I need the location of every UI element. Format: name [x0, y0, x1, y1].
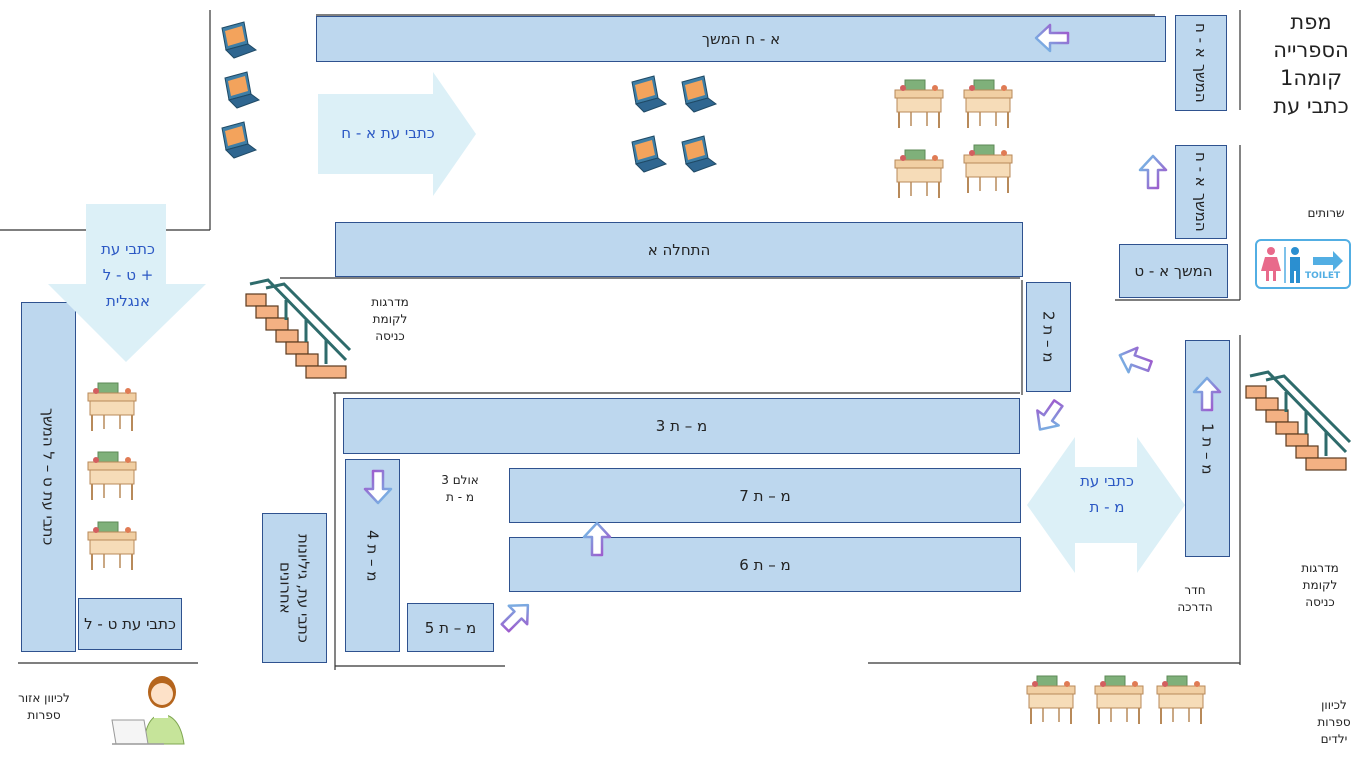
big-arrow-t-l-line2: ט - ל + [102, 266, 154, 284]
kids-direction-line3: ילדים [1320, 732, 1348, 746]
shelf-cont-a-t[interactable]: המשך א - ט [1119, 244, 1228, 298]
shelf-m-t-5-label: מ – ת 5 [424, 618, 477, 637]
literature-direction-label: לכיוון אזור ספרות [6, 690, 82, 724]
hall3-line2: מ - ת [446, 490, 474, 504]
shelf-t-l-cont[interactable]: כתבי עת ט – ל המשך [21, 302, 76, 652]
training-room-line1: חדר [1184, 583, 1206, 597]
kids-direction-line2: ספרות [1317, 715, 1351, 729]
shelf-t-l-label: כתבי עת ט - ל [84, 614, 176, 633]
shelf-m-t-4[interactable]: מ – ת 4 [345, 459, 400, 652]
map-title-line3: קומה1 [1280, 66, 1342, 90]
big-arrow-a-h [318, 72, 476, 196]
stairs-right-line3: כניסה [1305, 595, 1335, 609]
shelf-m-t-7[interactable]: מ – ת 7 [509, 468, 1021, 523]
librarian-icon [111, 676, 185, 745]
stairs-top-line3: כניסה [375, 329, 405, 343]
stairs-top-line1: מדרגות [371, 295, 409, 309]
shelf-current-issues-label: כתבי עת, גיליונות אחרונים [276, 533, 313, 643]
shelf-a-h-cont-label: א - ח המשך [701, 30, 781, 48]
stairs-icon [244, 278, 352, 380]
training-room-line2: הדרכה [1177, 600, 1213, 614]
shelf-m-t-7-label: מ – ת 7 [739, 486, 791, 505]
shelf-m-t-1[interactable]: מ – ת 1 [1185, 340, 1230, 557]
toilet-sign: TOILET [1255, 239, 1351, 289]
shelf-a-h-cont-vertical-1[interactable]: א - ח המשך [1175, 15, 1227, 111]
literature-direction-line1: לכיוון אזור [18, 691, 70, 705]
shelf-t-l[interactable]: כתבי עת ט - ל [78, 598, 182, 650]
shelf-current-issues[interactable]: כתבי עת, גיליונות אחרונים [262, 513, 327, 663]
toilets-label: שרותים [1307, 206, 1345, 220]
shelf-a-h-cont[interactable]: א - ח המשך [316, 16, 1166, 62]
toilet-sign-text: TOILET [1305, 271, 1341, 281]
shelf-a-h-label: א - ח [1192, 152, 1210, 188]
shelf-m-t-3-label: מ – ת 3 [655, 417, 708, 435]
shelf-m-t-1-label: מ – ת 1 [1198, 422, 1217, 475]
big-arrow-m-t-label: כתבי עת מ - ת [1057, 468, 1157, 520]
shelf-m-t-6-label: מ – ת 6 [739, 555, 791, 574]
stairs-icon [1244, 370, 1352, 472]
shelf-cont-label: המשך [1192, 193, 1210, 232]
shelf-start-a-label: התחלה א [647, 240, 711, 259]
literature-direction-line2: ספרות [27, 708, 61, 722]
big-arrow-m-t-line2: מ - ת [1089, 498, 1125, 516]
map-title-line1: מפת [1290, 10, 1332, 34]
shelf-a-h-label: א - ח [1192, 23, 1210, 59]
big-arrow-m-t [1027, 437, 1185, 573]
big-arrow-m-t-line1: כתבי עת [1080, 472, 1134, 490]
kids-direction-line1: לכיוון [1321, 698, 1347, 712]
shelf-cont-label: המשך [1192, 64, 1210, 103]
training-room-label: חדר הדרכה [1165, 582, 1225, 616]
stairs-right-line1: מדרגות [1301, 561, 1339, 575]
stairs-right-line2: לקומת [1302, 578, 1338, 592]
shelf-cont-a-t-label: המשך א - ט [1134, 262, 1213, 280]
shelf-a-h-cont-vertical-2[interactable]: א - ח המשך [1175, 145, 1227, 239]
shelf-start-a[interactable]: התחלה א [335, 222, 1023, 277]
stairs-right-label: מדרגות לקומת כניסה [1290, 560, 1350, 611]
shelf-m-t-3[interactable]: מ – ת 3 [343, 398, 1020, 454]
stairs-top-line2: לקומת [372, 312, 408, 326]
map-title: מפת הספרייה קומה1 כתבי עת [1255, 8, 1366, 120]
map-title-line2: הספרייה [1273, 38, 1349, 62]
big-arrow-t-l-line1: כתבי עת [101, 240, 155, 258]
shelf-m-t-4-label: מ – ת 4 [363, 529, 382, 582]
hall3-line1: אולם 3 [441, 473, 479, 487]
shelf-m-t-5[interactable]: מ – ת 5 [407, 603, 494, 652]
toilet-people-icon [1261, 247, 1343, 283]
big-arrow-t-l-line3: אנגלית [106, 292, 150, 310]
big-arrow-t-l [48, 204, 206, 362]
map-title-line4: כתבי עת [1273, 94, 1349, 118]
stairs-top-label: מדרגות לקומת כניסה [360, 294, 420, 345]
shelf-t-l-cont-label: כתבי עת ט – ל המשך [39, 408, 58, 546]
kids-direction-label: לכיוון ספרות ילדים [1306, 697, 1362, 748]
big-arrow-a-h-label: כתבי עת א - ח [341, 124, 435, 142]
hall3-label: אולם 3 מ - ת [430, 472, 490, 506]
big-arrow-t-l-label: כתבי עת ט - ל + אנגלית [78, 236, 178, 314]
shelf-m-t-2[interactable]: מ – ת 2 [1026, 282, 1071, 392]
shelf-m-t-2-label: מ – ת 2 [1039, 311, 1058, 363]
